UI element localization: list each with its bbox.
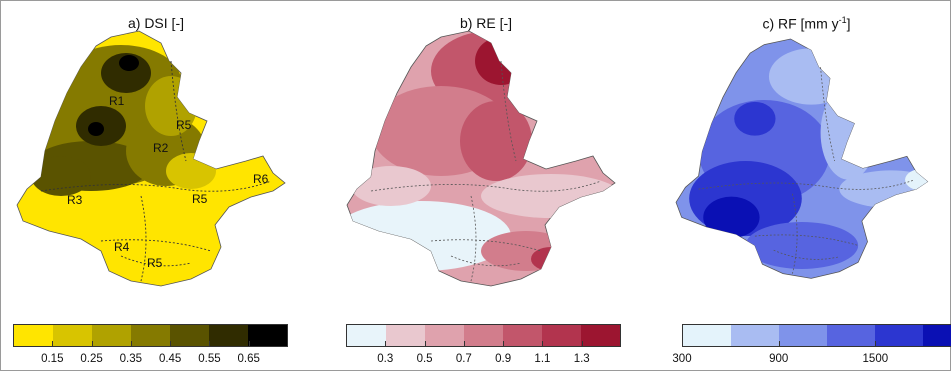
colorbar-ticks-dsi: [13, 341, 288, 347]
colorbar-rf: [682, 324, 951, 347]
colorbar-tick-label: 1.1: [534, 353, 551, 365]
region-label-r3: R3: [67, 193, 83, 207]
region-label-r5-south: R5: [147, 256, 163, 270]
colorbar-swatch: [170, 325, 209, 346]
region-label-r5-north: R5: [176, 118, 192, 132]
colorbar-tick-mark: [209, 341, 211, 347]
panel-rf: c) RF [mm y-1] 3009001500210: [661, 1, 951, 372]
colorbar-swatch: [14, 325, 53, 346]
colorbar-swatch: [53, 325, 92, 346]
colorbar-swatch: [347, 325, 386, 346]
colorbar-tick-mark: [875, 341, 877, 347]
colorbar-tick-mark: [581, 341, 583, 347]
colorbar-tick-mark: [385, 341, 387, 347]
colorbar-tick-mark: [52, 341, 54, 347]
colorbar-ticks-re: [346, 341, 621, 347]
colorbar-tick-label: 1.3: [573, 353, 590, 365]
colorbar-swatch: [425, 325, 464, 346]
colorbar-swatch: [248, 325, 287, 346]
colorbar-tick-mark: [682, 341, 683, 347]
colorbar-ticks-rf: [682, 341, 951, 347]
colorbar-tick-mark: [778, 341, 780, 347]
colorbar-swatch: [209, 325, 248, 346]
colorbar-tick-label: 0.25: [80, 353, 103, 365]
colorbar-tick-label: 0.45: [158, 353, 182, 365]
colorbar-tick-label: 0.65: [237, 353, 260, 365]
region-label-r4: R4: [114, 240, 130, 254]
colorbar-tick-label: 0.35: [119, 353, 143, 365]
colorbar-tick-mark: [463, 341, 465, 347]
region-label-r1: R1: [109, 94, 125, 108]
map-rf: [675, 38, 929, 279]
panel-title-rf: c) RF [mm y-1]: [762, 15, 851, 32]
colorbar-tick-label: 0.7: [455, 353, 472, 365]
colorbar-swatch: [542, 325, 581, 346]
colorbar-tick-label: 0.5: [416, 353, 433, 365]
colorbar-swatch: [779, 325, 827, 346]
colorbar-tick-mark: [130, 341, 132, 347]
colorbar-swatch: [386, 325, 425, 346]
colorbar-swatch: [581, 325, 620, 346]
colorbar-re: [346, 324, 621, 347]
panel-dsi: a) DSI [-] R1 R2 R3 R: [1, 1, 311, 372]
panel-title-re: b) RE [-]: [459, 15, 513, 31]
colorbar-tick-label: 0.9: [495, 353, 512, 365]
panel-title-dsi: a) DSI [-]: [127, 15, 184, 31]
colorbar-swatch: [827, 325, 875, 346]
colorbar-swatch: [683, 325, 731, 346]
panel-re: b) RE [-] 0.3 0.5 0.7 0.9 1.1 1.3: [331, 1, 641, 372]
map-dsi: R1 R2 R3 R4 R5 R5 R5 R6: [16, 30, 286, 287]
colorbar-tick-mark: [170, 341, 172, 347]
region-label-r6: R6: [253, 172, 269, 186]
colorbar-tick-label: 0.3: [377, 353, 394, 365]
colorbar-swatch: [731, 325, 779, 346]
colorbar-tick-mark: [248, 341, 250, 347]
colorbar-tick-mark: [542, 341, 544, 347]
colorbar-swatch: [923, 325, 951, 346]
colorbar-tick-label: 0.55: [198, 353, 221, 365]
colorbar-tick-label: 900: [769, 353, 789, 365]
map-re: [346, 30, 616, 287]
colorbar-swatch: [92, 325, 131, 346]
colorbar-tick-mark: [503, 341, 505, 347]
colorbar-swatch: [875, 325, 923, 346]
colorbar-tick-mark: [91, 341, 93, 347]
region-label-r2: R2: [153, 141, 169, 155]
colorbar-tick-label: 1500: [862, 353, 889, 365]
colorbar-tick-label: 300: [672, 353, 692, 365]
colorbar-dsi: [13, 324, 288, 347]
region-label-r5-east: R5: [192, 192, 208, 206]
colorbar-tick-label: 0.15: [41, 353, 64, 365]
colorbar-labels-dsi: 0.15 0.25 0.35 0.45 0.55 0.65: [13, 353, 288, 369]
colorbar-swatch: [131, 325, 170, 346]
colorbar-labels-rf: 3009001500210: [672, 353, 951, 369]
colorbar-labels-re: 0.3 0.5 0.7 0.9 1.1 1.3: [346, 353, 621, 369]
colorbar-swatch: [464, 325, 503, 346]
colorbar-swatch: [503, 325, 542, 346]
colorbar-tick-mark: [424, 341, 426, 347]
